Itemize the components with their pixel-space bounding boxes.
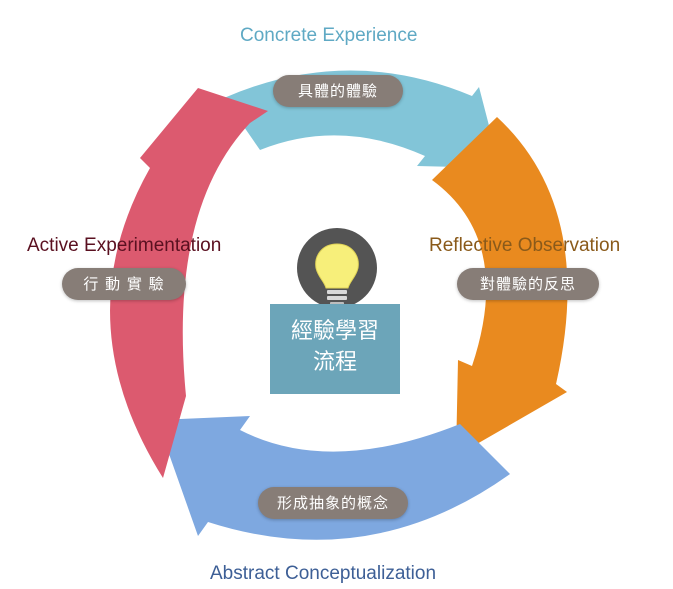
arc-active-experimentation: [110, 88, 268, 478]
pill-reflective-observation: 對體驗的反思: [457, 268, 599, 300]
pill-active-experimentation: 行 動 實 驗: [62, 268, 186, 300]
arc-abstract-conceptualization: [157, 416, 510, 540]
center-title-line2: 流程: [312, 350, 357, 375]
pill-abstract-conceptualization: 形成抽象的概念: [258, 487, 408, 519]
label-active-experimentation: Active Experimentation: [27, 235, 222, 256]
label-abstract-conceptualization: Abstract Conceptualization: [210, 563, 437, 584]
lightbulb-icon: [315, 243, 359, 305]
label-reflective-observation: Reflective Observation: [429, 235, 621, 256]
center-title-box: 經驗學習 流程: [270, 304, 400, 394]
label-concrete-experience: Concrete Experience: [240, 25, 418, 46]
center-title-line1: 經驗學習: [290, 319, 379, 344]
pill-concrete-experience: 具體的體驗: [273, 75, 403, 107]
